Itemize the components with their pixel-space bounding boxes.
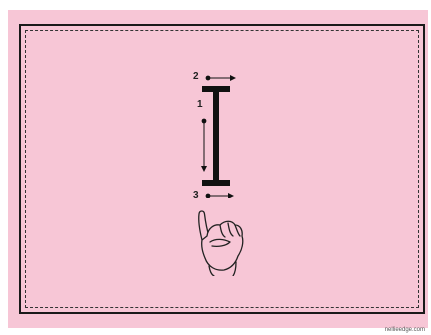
step-3-number: 3	[193, 190, 199, 201]
step-3-start-dot	[206, 194, 211, 198]
step-1-start-dot	[202, 119, 207, 124]
step-2-start-dot	[206, 76, 211, 81]
step-2-number: 2	[193, 71, 199, 82]
step-1-arrow-head	[201, 166, 207, 172]
sign-language-i-hand-icon	[192, 206, 248, 276]
step-2-arrow-head	[230, 75, 236, 81]
watermark: nellieedge.com	[385, 327, 425, 333]
step-3-arrow-head	[228, 193, 234, 198]
step-1-number: 1	[197, 99, 203, 110]
stem-stroke	[213, 90, 219, 182]
bottom-bar-stroke	[202, 180, 230, 186]
letter-i-stroke-diagram	[184, 68, 254, 198]
